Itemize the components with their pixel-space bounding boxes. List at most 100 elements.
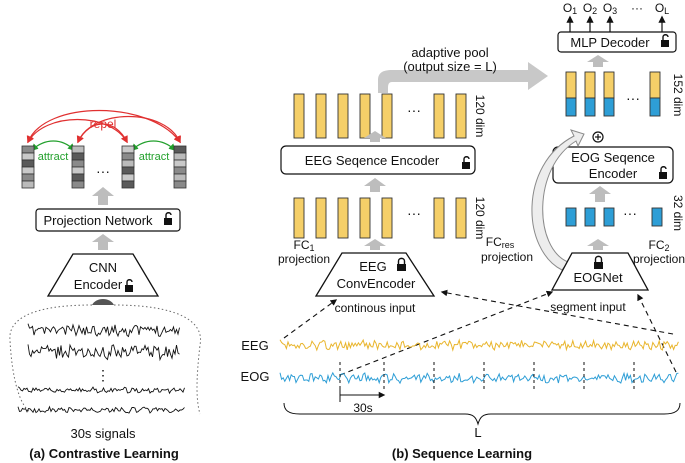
embedding-cell [71,152,85,161]
panel-a-caption: (a) Contrastive Learning [29,446,179,461]
raw-signal [17,405,185,414]
feature-vector [337,93,349,139]
attract-label-left: attract [38,151,69,163]
fc-res-arrow [531,129,585,271]
feature-vector [293,93,305,139]
span-30s: 30s [339,388,386,415]
feature-vector-eog-part [603,97,615,117]
eeg-convencoder-line2: ConvEncoder [337,276,416,291]
eeg-bottom-ellipsis: ··· [407,205,421,221]
feature-vector [381,93,393,139]
embedding-ellipsis: ··· [96,163,110,179]
fused-ellipsis: ··· [626,90,640,106]
feature-vector [359,197,371,239]
eeg-signal-trace [279,338,679,352]
raw-signal [17,386,185,395]
output-o1: O1 [563,1,577,16]
embedding-stacks [21,145,187,189]
embedding-cell [71,145,85,154]
unlock-icon [659,166,667,179]
embedding-cell [121,145,135,154]
fused-feature-row [565,71,661,117]
mlp-decoder-label: MLP Decoder [570,35,650,50]
unlock-icon [164,212,172,225]
output-o2: O2 [583,1,597,16]
raw-signal [27,343,180,362]
feature-vector [381,197,393,239]
flow-arrow-to-decoder [587,55,609,67]
feature-vector [293,197,305,239]
eognet: EOGNet [550,252,650,291]
eog-signal-trace [279,371,679,385]
flow-arrow-to-eog-seq [589,186,611,202]
embedding-cell [21,159,35,168]
eeg-signal-label: EEG [241,338,268,353]
eeg-projected-feature-row [293,197,467,239]
feature-vector [565,207,577,227]
embedding-cell [121,159,135,168]
output-ol: OL [655,1,669,16]
dim-120-bottom: 120 dim [473,197,487,240]
eognet-label: EOGNet [573,270,623,285]
feature-vector [455,93,467,139]
eog-sequence-encoder: EOG Seqence Encoder [552,146,674,184]
embedding-cell [21,180,35,189]
raw-signal [27,323,180,338]
feature-vector [455,197,467,239]
eeg-convencoder: EEG ConvEncoder [314,252,436,297]
eog-seq-encoder-line1: EOG Seqence [571,150,655,165]
segment-input-label: segment input [550,300,626,314]
flow-arrow-eeg-seq-out [364,131,386,142]
eeg-sequence-encoder-label: EEG Seqence Encoder [305,153,440,168]
feature-vector [433,197,445,239]
output-arrows [566,15,666,32]
flow-arrow-eeg-conv-out [364,239,386,250]
eog-seq-encoder-line2: Encoder [589,166,638,181]
panel-sequence-learning: adaptive pool (output size = L) ··· 120 … [241,1,685,461]
sequence-signals [279,338,679,385]
feature-vector-eog-part [565,97,577,117]
segment-dividers [339,362,635,392]
eeg-top-ellipsis: ··· [407,102,421,118]
feature-vector [603,207,615,227]
feature-vector-eeg-part [649,71,661,99]
unlock-icon [125,279,133,292]
signal-fan [9,304,201,415]
fcres-label: FCres [486,235,515,250]
embedding-cell [173,166,187,175]
cnn-encoder: CNN Encoder [46,253,160,297]
embedding-cell [21,152,35,161]
feature-vector [315,93,327,139]
signals-label: 30s signals [70,426,136,441]
embedding-cell [71,180,85,189]
fc2-label: FC2 [648,238,669,253]
embedding-cell [71,166,85,175]
feature-vector [337,197,349,239]
embedding-cell [21,166,35,175]
flow-arrow-to-projection [92,234,114,250]
signal-aggregator [92,299,114,305]
repel-arcs [26,110,181,144]
mlp-decoder: MLP Decoder [557,31,677,53]
lock-icon [594,255,603,269]
adaptive-pool-line2: (output size = L) [403,59,497,74]
eog-ellipsis: ··· [623,205,637,221]
feature-vector-eeg-part [603,71,615,99]
continous-input-label: continous input [335,301,416,315]
dim-32: 32 dim [671,195,685,231]
embedding-cell [173,173,187,182]
adaptive-pool-line1: adaptive pool [411,45,488,60]
projection-network-label: Projection Network [43,213,153,228]
repel-label: repel [90,117,117,131]
flow-arrow-to-embeddings [92,187,114,205]
embedding-cell [121,152,135,161]
embedding-cell [121,173,135,182]
cnn-encoder-line2: Encoder [74,277,123,292]
concat-icon [592,131,604,143]
lock-icon [397,257,406,271]
embedding-cell [121,180,135,189]
feature-vector-eog-part [649,97,661,117]
eeg-sequence-feature-row [293,93,467,139]
fcres-projection-label: projection [481,250,533,264]
